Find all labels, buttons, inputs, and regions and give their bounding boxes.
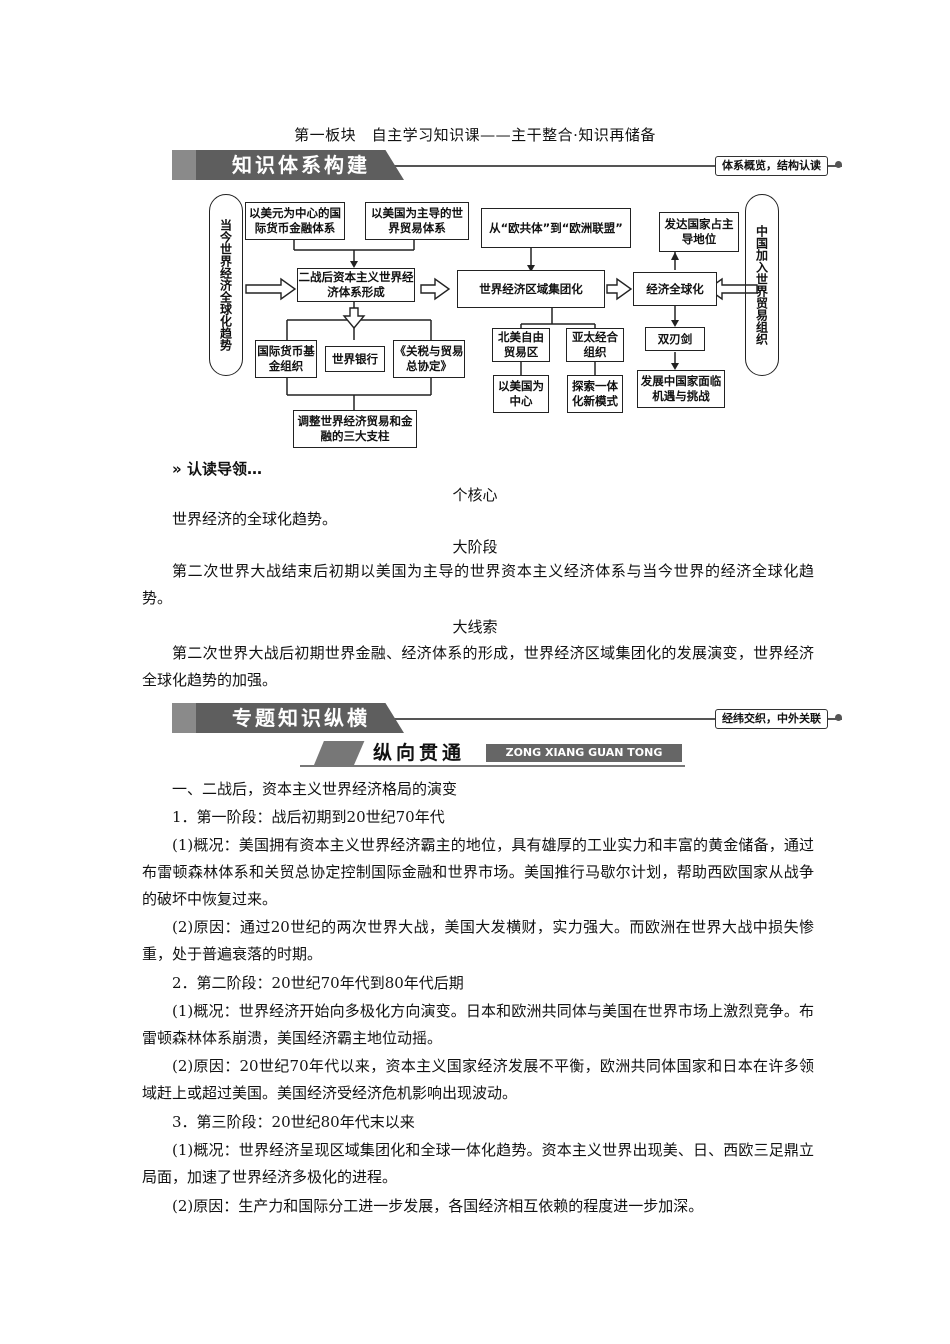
double-chevron-icon: »	[172, 460, 182, 478]
box-globalization: 经济全球化	[633, 272, 717, 306]
banner-line	[172, 718, 842, 720]
section-banner-knowledge-system: 知识体系构建 体系概览，结构认读	[172, 150, 842, 180]
section-banner-topic: 专题知识纵横 经纬交织，中外关联	[172, 703, 842, 733]
banner-title: 专题知识纵横	[172, 703, 404, 733]
sub-banner-english: ZONG XIANG GUAN TONG	[486, 744, 682, 762]
diagram-connectors	[245, 240, 758, 410]
stage-3-heading: 3．第三阶段：20世纪80年代末以来	[172, 1113, 415, 1131]
knowledge-diagram: 当今世界经济全球化趋势 中国加入世界贸易组织 以美元为中心的国际货币金融体系 以…	[209, 190, 779, 450]
right-oval-wto: 中国加入世界贸易组织	[745, 194, 779, 376]
banner-title: 知识体系构建	[172, 150, 404, 180]
box-gatt: 《关税与贸易总协定》	[393, 340, 465, 378]
banner-line	[172, 165, 842, 167]
guide-stage-heading: 大阶段	[452, 538, 498, 556]
stage-3-reason: (2)原因：生产力和国际分工进一步发展，各国经济相互依赖的程度进一步加深。	[172, 1197, 704, 1215]
guide-core-text: 世界经济的全球化趋势。	[172, 510, 338, 528]
stage-2-heading: 2．第二阶段：20世纪70年代到80年代后期	[172, 974, 464, 992]
box-nafta: 北美自由贸易区	[492, 328, 550, 362]
guide-clue-text: 第二次世界大战后初期世界金融、经济体系的形成，世界经济区域集团化的发展演变，世界…	[142, 644, 814, 689]
box-us-center: 以美国为中心	[493, 375, 549, 413]
box-world-bank: 世界银行	[325, 346, 385, 372]
banner-tag: 经纬交织，中外关联	[715, 709, 828, 729]
box-new-model: 探索一体化新模式	[567, 375, 623, 413]
box-three-pillars: 调整世界经济贸易和金融的三大支柱	[293, 410, 417, 448]
box-imf: 国际货币基金组织	[255, 340, 317, 378]
box-ec-to-eu: 从“欧共体”到“欧洲联盟”	[481, 208, 631, 248]
page-title: 第一板块 自主学习知识课——主干整合·知识再储备	[294, 126, 656, 144]
box-double-edged: 双刃剑	[645, 327, 705, 351]
box-apec: 亚太经合组织	[566, 328, 624, 362]
sub-banner-vertical: 纵向贯通 ZONG XIANG GUAN TONG	[300, 741, 685, 767]
box-regional-grouping: 世界经济区域集团化	[457, 270, 605, 308]
banner-dot-icon	[835, 161, 842, 168]
stage-2-reason: (2)原因：20世纪70年代以来，资本主义国家经济发展不平衡，欧洲共同体国家和日…	[142, 1057, 814, 1102]
sub-banner-underline	[300, 765, 685, 767]
guide-heading: » 认读导领…	[172, 458, 262, 479]
stage-1-reason: (2)原因：通过20世纪的两次世界大战，美国大发横财，实力强大。而欧洲在世界大战…	[142, 918, 814, 963]
section-heading-1: 一、二战后，资本主义世界经济格局的演变	[172, 780, 458, 798]
stage-1-heading: 1．第一阶段：战后初期到20世纪70年代	[172, 808, 445, 826]
guide-core-heading: 个核心	[452, 486, 498, 504]
ellipsis-icon: …	[246, 460, 262, 478]
guide-clue-heading: 大线索	[452, 618, 498, 636]
banner-tag: 体系概览，结构认读	[715, 156, 828, 176]
banner-dot-icon	[835, 714, 842, 721]
guide-heading-text: 认读导领	[186, 460, 247, 478]
box-developed-lead: 发达国家占主导地位	[659, 212, 739, 252]
stage-2-overview: (1)概况：世界经济开始向多极化方向演变。日本和欧洲共同体与美国在世界市场上激烈…	[142, 1002, 814, 1047]
stage-3-overview: (1)概况：世界经济呈现区域集团化和全球一体化趋势。资本主义世界出现美、日、西欧…	[142, 1141, 814, 1186]
box-trade-system: 以美国为主导的世界贸易体系	[365, 202, 469, 240]
sub-banner-title: 纵向贯通	[354, 741, 484, 765]
box-developing-challenge: 发展中国家面临机遇与挑战	[637, 370, 725, 408]
guide-stage-text: 第二次世界大战结束后初期以美国为主导的世界资本主义经济体系与当今世界的经济全球化…	[142, 562, 814, 607]
box-postwar-system: 二战后资本主义世界经济体系形成	[297, 268, 415, 302]
box-finance-system: 以美元为中心的国际货币金融体系	[245, 202, 345, 240]
stage-1-overview: (1)概况：美国拥有资本主义世界经济霸主的地位，具有雄厚的工业实力和丰富的黄金储…	[142, 836, 814, 908]
left-oval-globalization: 当今世界经济全球化趋势	[209, 194, 243, 376]
